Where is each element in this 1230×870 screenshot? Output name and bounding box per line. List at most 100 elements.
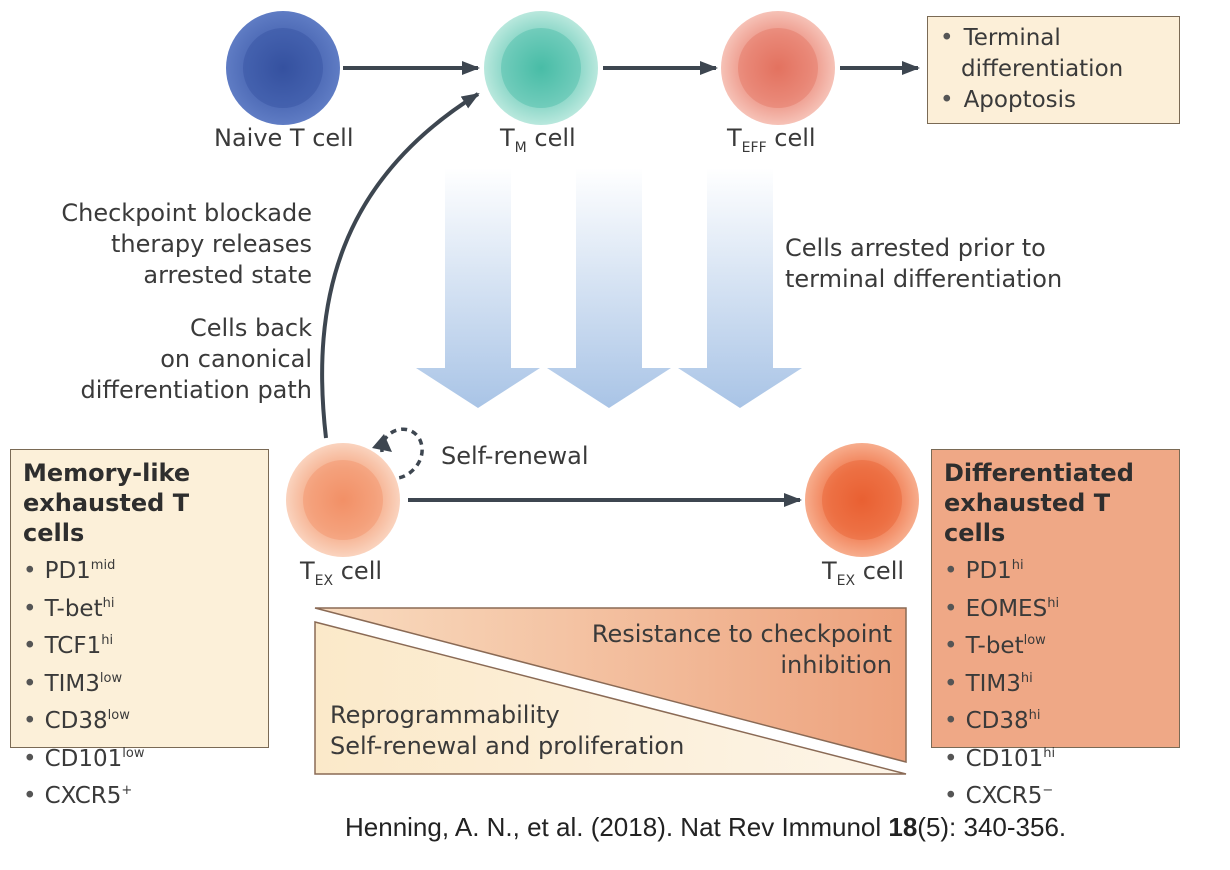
marker-level: low [99, 670, 123, 686]
resistance-line1: Resistance to checkpoint [591, 620, 892, 648]
marker-level: mid [90, 558, 116, 573]
arrested-annotation: Cells arrested prior to terminal differe… [785, 233, 1062, 295]
effector-cell-label: TEFF cell [727, 123, 816, 164]
citation-authors: Henning, A. N., et al. (2018). Nat Rev I… [345, 812, 889, 842]
back-on-path-annotation: Cells back on canonical differentiation … [30, 313, 312, 406]
marker-level: low [1023, 633, 1046, 648]
marker-item: TCF1hi [23, 625, 256, 663]
terminal-fate-box: Terminal differentiation Apoptosis [927, 16, 1180, 124]
marker-item: TIM3low [23, 663, 256, 701]
marker-item: CD38hi [944, 700, 1167, 738]
marker-item: CXCR5+ [23, 775, 256, 813]
self-renewal-text: Self-renewal [441, 442, 589, 470]
fate-terminal-line1: Terminal [963, 25, 1061, 51]
marker-name: T-bet [44, 595, 103, 622]
marker-item: T-bethi [23, 588, 256, 626]
back-line1: Cells back [189, 314, 312, 342]
differentiated-tex-cell [805, 443, 919, 557]
differentiated-title: Differentiated exhausted T cells [944, 458, 1167, 548]
marker-name: T-bet [965, 633, 1024, 659]
back-line2: on canonical [160, 345, 312, 373]
tex-memory-like-label: TEX cell [300, 556, 382, 597]
marker-level: hi [102, 595, 115, 611]
marker-level: hi [1043, 745, 1056, 761]
checkpoint-line2: therapy releases [110, 230, 312, 258]
reprog-line2: Self-renewal and proliferation [330, 732, 685, 760]
marker-level: hi [1047, 595, 1060, 611]
marker-item: CD101hi [944, 738, 1167, 776]
tex1-label-main: T [300, 557, 315, 585]
resistance-line2: inhibition [780, 651, 892, 679]
arrested-line1: Cells arrested prior to [785, 234, 1046, 262]
marker-name: TCF1 [44, 633, 102, 659]
marker-name: CD101 [44, 745, 123, 772]
citation-volume: 18 [888, 812, 918, 842]
arrest-arrow-1 [416, 168, 540, 408]
marker-level: hi [1011, 558, 1024, 573]
marker-item: PD1mid [23, 550, 256, 588]
marker-level: − [1042, 783, 1054, 798]
memory-label-sub: M [514, 140, 527, 156]
marker-level: low [122, 745, 145, 761]
marker-name: CD101 [965, 745, 1044, 772]
citation: Henning, A. N., et al. (2018). Nat Rev I… [345, 812, 1066, 843]
marker-name: TIM3 [44, 670, 100, 697]
effector-t-cell [721, 11, 835, 125]
tex-differentiated-label: TEX cell [822, 556, 904, 597]
self-renewal-loop [380, 427, 424, 480]
marker-level: low [107, 708, 130, 723]
citation-rest: (5): 340-356. [917, 812, 1067, 842]
fate-item-apoptosis: Apoptosis [940, 85, 1167, 116]
arrest-arrow-2 [547, 168, 671, 408]
marker-name: CXCR5 [965, 783, 1043, 809]
marker-name: TIM3 [965, 670, 1021, 697]
checkpoint-line1: Checkpoint blockade [61, 199, 312, 227]
fate-apoptosis-text: Apoptosis [963, 87, 1077, 113]
memory-label-main: T [500, 124, 515, 152]
naive-cell-label: Naive T cell [214, 123, 354, 154]
arrest-arrows [416, 168, 802, 408]
differentiated-title-line1: Differentiated [944, 459, 1134, 487]
fate-terminal-line2: differentiation [961, 56, 1124, 82]
memory-like-title: Memory-like exhausted T cells [23, 458, 256, 548]
memory-like-marker-list: PD1mid T-bethi TCF1hi TIM3low CD38low CD… [23, 550, 256, 813]
reprogrammability-label: Reprogrammability Self-renewal and proli… [330, 700, 684, 762]
marker-level: hi [1028, 708, 1041, 723]
tex2-label-rest: cell [855, 557, 905, 585]
marker-name: CD38 [44, 708, 108, 734]
memory-like-title-line1: Memory-like [23, 459, 191, 487]
marker-name: CXCR5 [44, 783, 122, 809]
marker-item: CD38low [23, 700, 256, 738]
memory-like-title-line2: exhausted T cells [23, 489, 190, 547]
memory-label-rest: cell [526, 124, 576, 152]
fate-item-terminal: Terminal differentiation [940, 23, 1167, 85]
tex2-label-sub: EX [836, 573, 856, 589]
marker-level: + [121, 783, 133, 798]
marker-level: hi [101, 633, 114, 648]
checkpoint-line3: arrested state [143, 261, 312, 289]
effector-label-rest: cell [766, 124, 816, 152]
self-renewal-arrowhead [372, 434, 392, 452]
effector-label-sub: EFF [741, 140, 767, 156]
tex1-label-sub: EX [314, 573, 334, 589]
back-line3: differentiation path [80, 376, 312, 404]
differentiated-title-line2: exhausted T cells [944, 489, 1111, 547]
resistance-label: Resistance to checkpoint inhibition [540, 619, 892, 681]
marker-item: PD1hi [944, 550, 1167, 588]
arrested-line2: terminal differentiation [785, 265, 1063, 293]
naive-cell-label-text: Naive T cell [214, 124, 354, 152]
marker-item: TIM3hi [944, 663, 1167, 701]
marker-item: T-betlow [944, 625, 1167, 663]
tex2-label-main: T [822, 557, 837, 585]
marker-name: PD1 [44, 558, 91, 584]
resistance-wedge [314, 607, 907, 763]
arrest-arrow-3 [678, 168, 802, 408]
arrow-release-curve [320, 92, 480, 439]
effector-label-main: T [727, 124, 742, 152]
differentiated-marker-list: PD1hi EOMEShi T-betlow TIM3hi CD38hi CD1… [944, 550, 1167, 813]
memory-like-exhausted-box: Memory-like exhausted T cells PD1mid T-b… [10, 449, 269, 809]
memory-cell-label: TM cell [500, 123, 576, 164]
naive-t-cell [226, 11, 340, 125]
differentiated-exhausted-box: Differentiated exhausted T cells PD1hi E… [931, 449, 1180, 809]
